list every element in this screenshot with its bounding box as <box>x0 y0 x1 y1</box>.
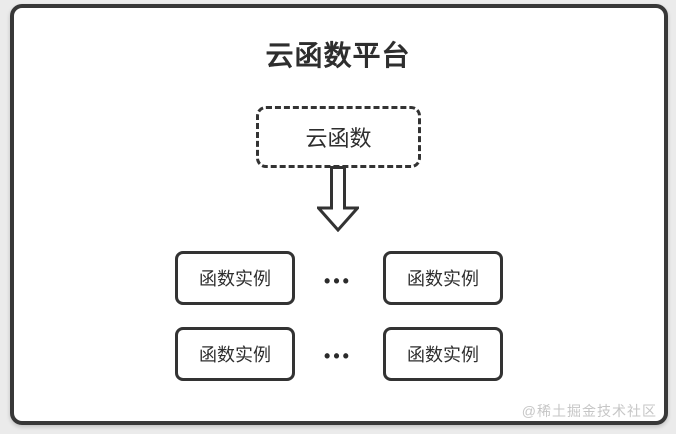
diagram-title: 云函数平台 <box>265 40 411 71</box>
function-instance-node: 函数实例 <box>175 327 295 381</box>
function-instance-label: 函数实例 <box>407 269 479 289</box>
function-instance-label: 函数实例 <box>199 269 271 289</box>
down-arrow-icon <box>317 166 359 232</box>
ellipsis-dots: ••• <box>324 346 352 366</box>
cloud-function-label: 云函数 <box>305 126 372 151</box>
function-instance-node: 函数实例 <box>383 327 503 381</box>
function-instance-label: 函数实例 <box>199 345 271 365</box>
cloud-function-node: 云函数 <box>256 106 421 168</box>
function-instance-node: 函数实例 <box>383 251 503 305</box>
function-instance-node: 函数实例 <box>175 251 295 305</box>
function-instance-label: 函数实例 <box>407 345 479 365</box>
ellipsis-dots: ••• <box>324 271 352 291</box>
watermark: @稀土掘金技术社区 <box>521 403 657 419</box>
